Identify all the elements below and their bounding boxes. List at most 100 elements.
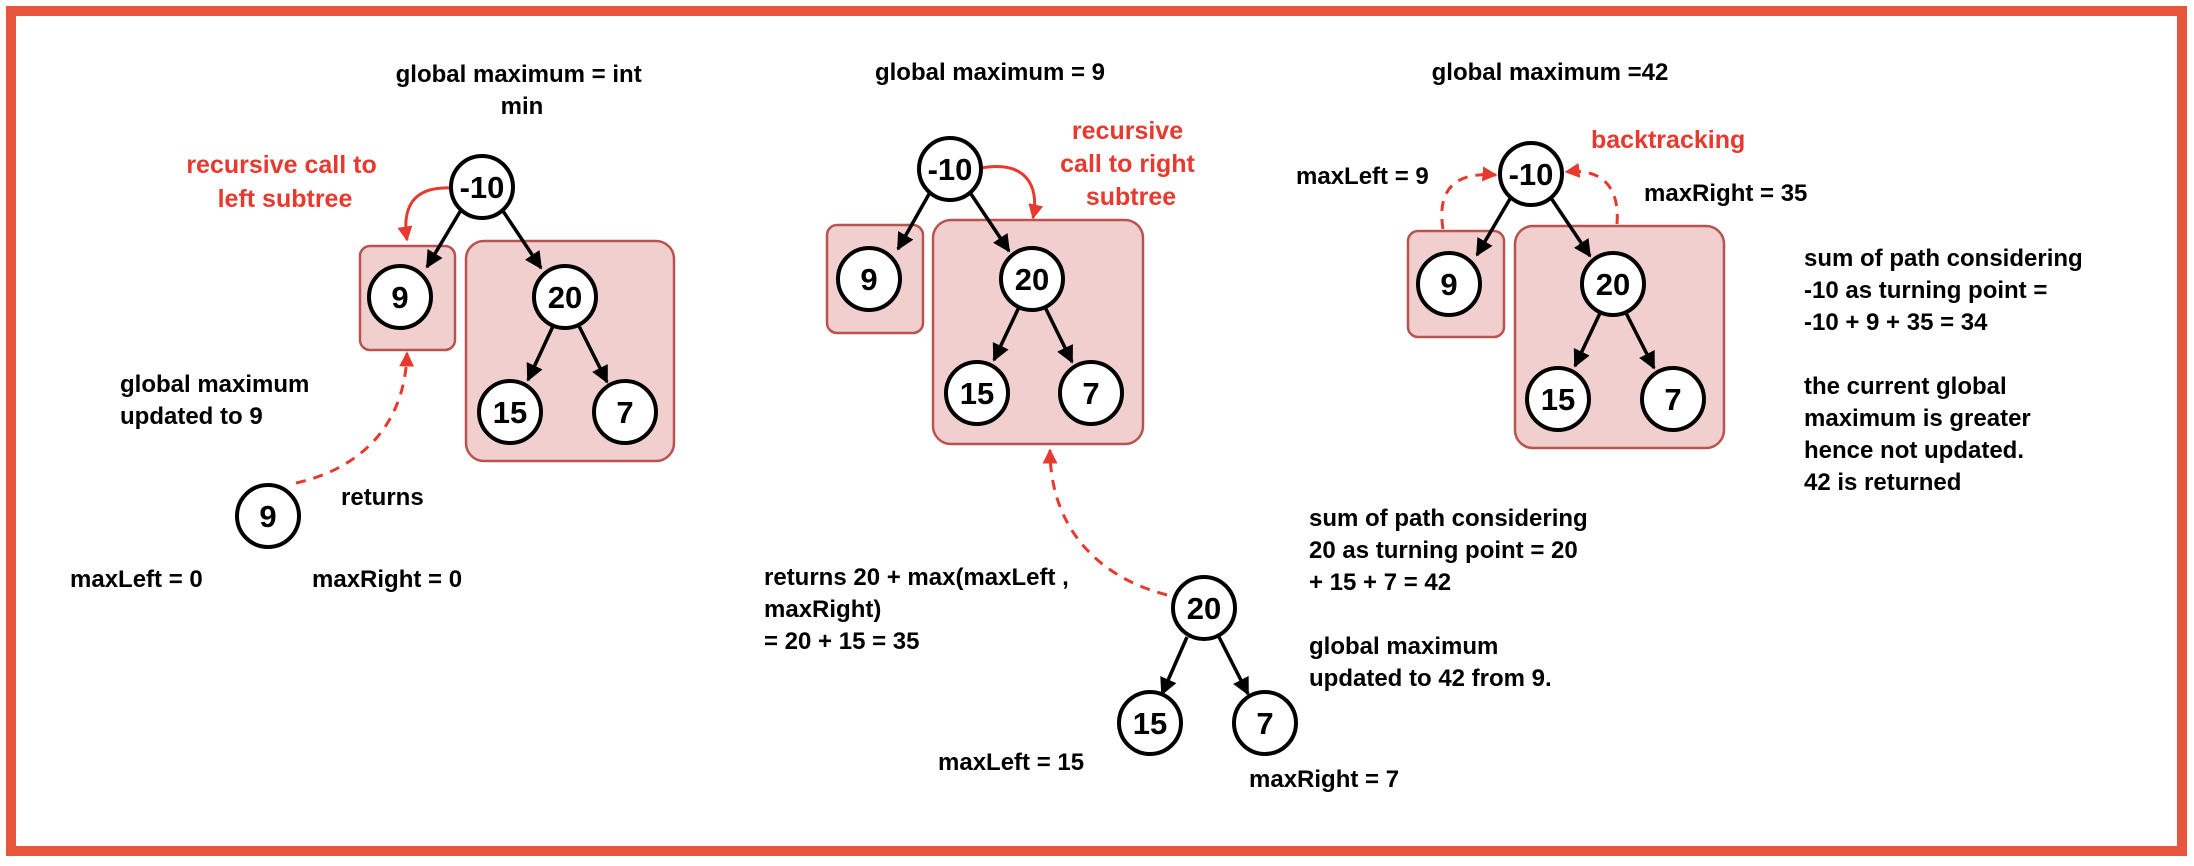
panel1-note-line-1: global maximum — [120, 371, 309, 398]
panel1-return-arrow — [295, 351, 415, 485]
panel2-node-right-right: 7 — [1058, 360, 1124, 426]
panel2-node-root: -10 — [917, 136, 983, 202]
panel3-node-right-left: 15 — [1525, 366, 1591, 432]
panel3-backtrack-arrow-right — [1564, 162, 1619, 225]
panel3-note-line-2: -10 as turning point = — [1804, 277, 2047, 304]
panel2-note-line-5: global maximum — [1309, 633, 1498, 660]
panel3-node-right-right: 7 — [1640, 366, 1706, 432]
panel2-max-left: maxLeft = 15 — [938, 749, 1084, 776]
panel2-node-right: 20 — [999, 246, 1065, 312]
panel2-sub-node-root: 20 — [1171, 575, 1237, 641]
panel3-node-right: 20 — [1580, 251, 1646, 317]
panel1-title-line-1: global maximum = int — [396, 61, 642, 88]
panel2-node-root-label: -10 — [928, 152, 973, 187]
panel1-node-root-label: -10 — [460, 170, 505, 205]
panel1-node-left: 9 — [367, 264, 433, 330]
panel2-sub-node-root-label: 20 — [1187, 591, 1221, 626]
panel1-node-right-left-label: 15 — [493, 395, 527, 430]
panel3-node-right-label: 20 — [1596, 267, 1630, 302]
panel3-max-left: maxLeft = 9 — [1296, 163, 1429, 190]
panel2-max-right: maxRight = 7 — [1249, 766, 1399, 793]
panel2-returns-line-1: returns 20 + max(maxLeft , — [764, 564, 1069, 591]
panel2-returns-line-2: maxRight) — [764, 596, 881, 623]
panel2-red-note-line-2: call to right — [1060, 150, 1195, 178]
panel-1: global maximum = int min recursive call … — [70, 61, 676, 593]
panel3-title: global maximum =42 — [1432, 59, 1669, 86]
panel2-node-right-left: 15 — [944, 360, 1010, 426]
panel2-edge-20-15 — [992, 304, 1022, 362]
panel1-node-left-label: 9 — [391, 280, 408, 315]
panel1-edge-20-7 — [576, 323, 609, 384]
panel3-edge-20-7 — [1623, 310, 1656, 370]
panel1-edge-root-right — [499, 207, 543, 270]
panel1-max-left: maxLeft = 0 — [70, 566, 203, 593]
panel1-red-note-line-1: recursive call to — [186, 151, 376, 179]
panel3-backtracking-note: backtracking — [1591, 126, 1745, 154]
panel2-node-right-left-label: 15 — [960, 376, 994, 411]
panel2-edge-root-left — [896, 186, 935, 251]
panel2-returns-note: returns 20 + max(maxLeft , maxRight) = 2… — [764, 564, 1075, 655]
panel2-sub-node-right: 7 — [1232, 690, 1298, 756]
panel3-edge-root-left — [1475, 191, 1516, 257]
panel1-recursive-call-arrow — [397, 186, 453, 242]
panel1-update-note: global maximum updated to 9 — [120, 371, 316, 430]
panel2-red-note-line-3: subtree — [1086, 183, 1176, 211]
panel1-node-right-label: 20 — [548, 280, 582, 315]
panel3-node-root-label: -10 — [1509, 157, 1554, 192]
panel3-note-line-3: -10 + 9 + 35 = 34 — [1804, 309, 1988, 336]
panel1-title-line-2: min — [501, 93, 544, 120]
panel2-edge-20-7 — [1042, 304, 1074, 364]
panel2-edge-root-right — [965, 187, 1011, 253]
panel-2: global maximum = 9 recursive call to rig… — [764, 59, 1594, 793]
panel1-recursive-call-note: recursive call to left subtree — [186, 151, 383, 213]
panel1-max-right: maxRight = 0 — [312, 566, 462, 593]
panel2-node-left: 9 — [836, 246, 902, 312]
panel2-note-line-1: sum of path considering — [1309, 505, 1588, 532]
panel1-returns-label: returns — [341, 484, 424, 511]
panel2-sub-node-right-label: 7 — [1256, 706, 1273, 741]
panel3-note-line-1: sum of path considering — [1804, 245, 2083, 272]
panel2-return-arrow — [1042, 448, 1168, 597]
panel2-recursive-call-note: recursive call to right subtree — [1060, 117, 1202, 211]
panel3-note-line-6: maximum is greater — [1804, 405, 2031, 432]
panel-3: global maximum =42 backtracking maxLeft … — [1296, 59, 2089, 496]
panel2-sub-edge-right — [1217, 636, 1250, 696]
panel3-max-right: maxRight = 35 — [1644, 180, 1807, 207]
panel3-node-left-label: 9 — [1440, 267, 1457, 302]
panel3-note-line-5: the current global — [1804, 373, 2007, 400]
panel3-node-left: 9 — [1416, 251, 1482, 317]
panel2-node-right-label: 20 — [1015, 262, 1049, 297]
panel1-red-note-line-2: left subtree — [218, 185, 353, 213]
panel2-title: global maximum = 9 — [875, 59, 1105, 86]
panel2-node-right-right-label: 7 — [1082, 376, 1099, 411]
panel2-recursive-call-arrow — [980, 165, 1044, 220]
panel2-node-left-label: 9 — [860, 262, 877, 297]
panel3-backtrack-arrow-left — [1440, 166, 1498, 230]
panel3-note-line-7: hence not updated. — [1804, 437, 2024, 464]
panel1-note-line-2: updated to 9 — [120, 403, 263, 430]
panel3-node-root: -10 — [1498, 141, 1564, 207]
panel1-node-right-right: 7 — [592, 379, 658, 445]
panel1-returned-leaf-label: 9 — [259, 499, 276, 534]
panel2-note-line-2: 20 as turning point = 20 — [1309, 537, 1578, 564]
panel2-sub-node-left-label: 15 — [1133, 706, 1167, 741]
panel1-node-right: 20 — [532, 264, 598, 330]
panel3-note-line-8: 42 is returned — [1804, 469, 1961, 496]
panel1-node-right-left: 15 — [477, 379, 543, 445]
panel2-returns-line-3: = 20 + 15 = 35 — [764, 628, 919, 655]
panel1-edge-root-left — [425, 204, 466, 269]
panel2-red-note-line-1: recursive — [1072, 117, 1183, 145]
panel1-edge-20-15 — [526, 323, 556, 382]
panel3-sum-note: sum of path considering -10 as turning p… — [1804, 245, 2089, 496]
panel3-node-right-left-label: 15 — [1541, 382, 1575, 417]
panel1-returned-leaf: 9 — [235, 483, 301, 549]
panel2-sum-note: sum of path considering 20 as turning po… — [1309, 505, 1594, 692]
panel3-edge-20-15 — [1573, 310, 1603, 368]
panel1-title: global maximum = int min — [396, 61, 649, 120]
panel1-node-right-right-label: 7 — [616, 395, 633, 430]
panel2-sub-edge-left — [1160, 636, 1189, 696]
panel3-node-right-right-label: 7 — [1664, 382, 1681, 417]
panel2-note-line-3: + 15 + 7 = 42 — [1309, 569, 1451, 596]
panel2-note-line-6: updated to 42 from 9. — [1309, 665, 1552, 692]
